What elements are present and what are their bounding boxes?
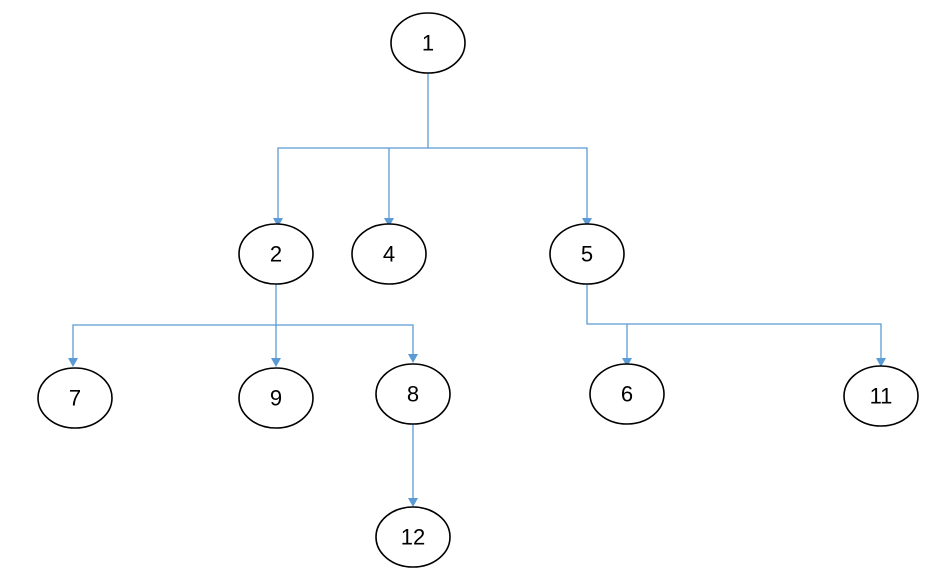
edge-5-6 [586,284,628,358]
arrowhead-2-8 [408,354,418,363]
node-label: 4 [383,242,395,267]
node-2: 2 [238,223,314,285]
node-6: 6 [589,363,665,425]
node-7: 7 [37,367,113,429]
edge-5-11 [627,323,882,358]
node-label: 7 [69,386,81,411]
edge-2-7 [72,283,277,358]
node-4: 4 [351,223,427,285]
node-label: 12 [401,525,425,550]
arrowhead-5-11 [876,358,886,367]
node-8: 8 [375,363,451,425]
edge-1-5 [428,147,588,218]
arrowhead-1-2 [273,218,283,227]
node-label: 8 [407,382,419,407]
node-label: 11 [870,384,893,409]
arrowhead-5-6 [622,358,632,367]
node-label: 9 [270,386,282,411]
node-9: 9 [238,367,314,429]
node-label: 5 [581,242,593,267]
node-1: 1 [390,12,466,74]
arrowhead-2-9 [271,358,281,367]
node-5: 5 [549,223,625,285]
edge-1-2 [277,72,429,218]
node-12: 12 [375,506,451,568]
connectors [68,72,886,507]
edge-2-8 [276,324,414,354]
node-label: 2 [270,242,282,267]
arrowhead-8-12 [408,498,418,507]
node-11: 11 [843,365,919,427]
arrowhead-2-7 [68,358,78,367]
node-label: 6 [621,382,633,407]
arrowhead-1-4 [384,218,394,227]
arrowhead-1-5 [582,218,592,227]
node-label: 1 [422,31,434,56]
